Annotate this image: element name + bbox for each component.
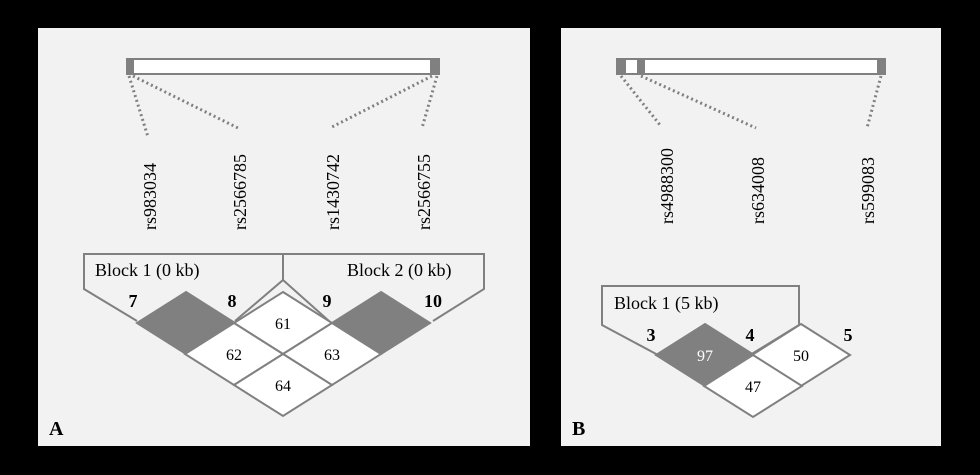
- snp-marker: [430, 59, 439, 74]
- panel-label: B: [572, 418, 585, 440]
- ld-cell: [702, 353, 804, 419]
- snp-label: rs983034: [140, 163, 160, 230]
- snp-marker: [877, 59, 885, 74]
- snp-connector: [420, 75, 439, 129]
- ld-value: 62: [226, 347, 242, 364]
- gene-bar: [126, 58, 440, 75]
- panel-label: A: [49, 418, 64, 440]
- panel-b: rs4988300 rs634008 rs599083 Block 1 (5 k…: [561, 28, 941, 446]
- snp-marker: [127, 59, 134, 74]
- snp-index: 9: [323, 291, 332, 311]
- snp-index: 10: [424, 291, 442, 311]
- ld-cell: [232, 352, 334, 418]
- snp-index: 8: [228, 291, 237, 311]
- block-label: Block 1 (5 kb): [614, 293, 718, 314]
- snp-connector: [865, 75, 883, 129]
- panel-a: rs983034 rs2566785 rs1430742 rs2566755 B…: [38, 28, 530, 446]
- ld-value: 97: [697, 348, 713, 365]
- block-label: Block 1 (0 kb): [95, 260, 199, 281]
- snp-marker: [617, 59, 626, 74]
- snp-index: 4: [746, 325, 755, 345]
- ld-value: 64: [275, 378, 291, 395]
- snp-index: 3: [647, 325, 656, 345]
- snp-label: rs1430742: [323, 154, 343, 230]
- snp-index: 5: [844, 325, 853, 345]
- snp-label: rs4988300: [657, 148, 677, 224]
- gene-bar: [616, 58, 886, 75]
- snp-connector: [640, 74, 757, 130]
- block-outline: [83, 253, 284, 322]
- snp-label: rs2566785: [230, 154, 250, 230]
- snp-connector: [329, 74, 433, 130]
- ld-value: 50: [793, 348, 809, 365]
- snp-label: rs599083: [858, 157, 878, 224]
- ld-value: 63: [324, 347, 340, 364]
- snp-connector: [619, 75, 662, 126]
- block-label: Block 2 (0 kb): [347, 260, 451, 281]
- snp-label: rs634008: [748, 157, 768, 224]
- snp-label: rs2566755: [414, 154, 434, 230]
- ld-value: 47: [745, 379, 761, 396]
- snp-marker: [637, 59, 645, 74]
- ld-value: 61: [275, 316, 291, 333]
- snp-connector: [127, 75, 150, 138]
- block-outline: [282, 253, 485, 322]
- snp-index: 7: [129, 291, 138, 311]
